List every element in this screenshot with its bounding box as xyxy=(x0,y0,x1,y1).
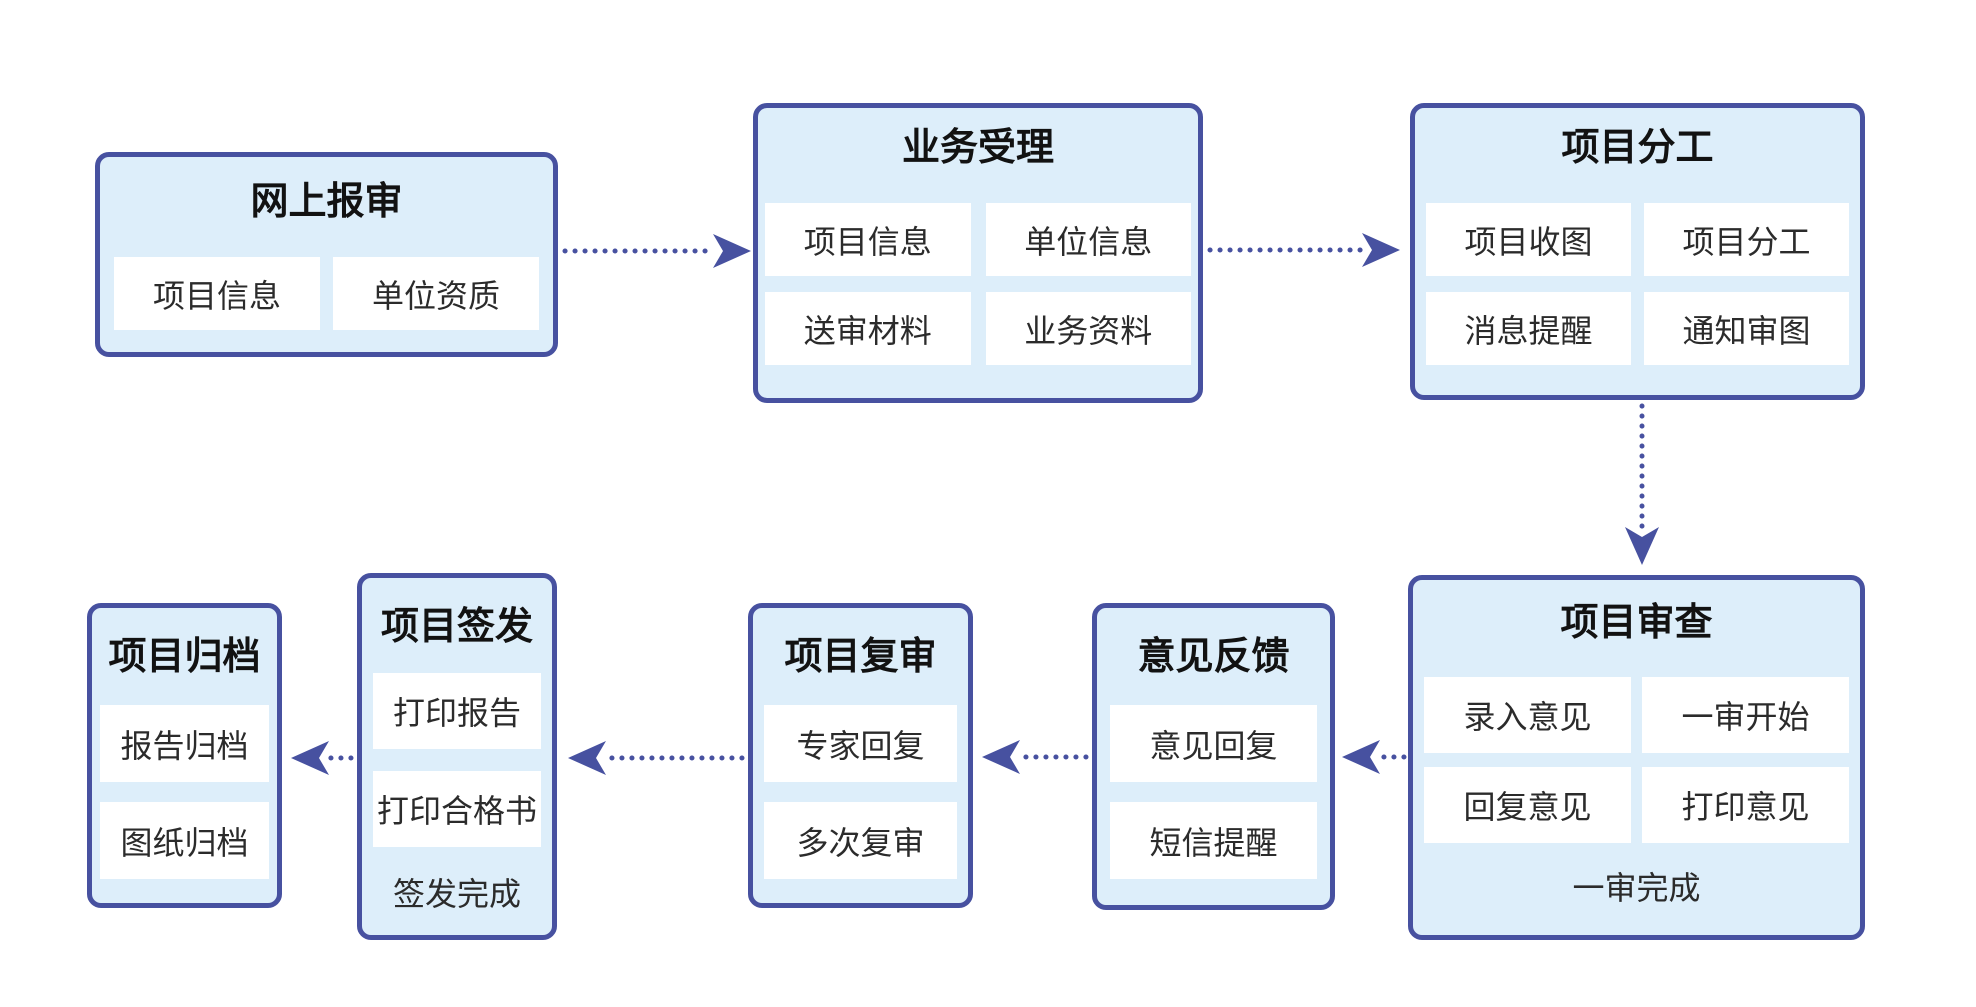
node-item: 项目收图 xyxy=(1426,203,1631,276)
node-item: 打印意见 xyxy=(1642,767,1849,843)
node-title: 意见反馈 xyxy=(1137,636,1290,678)
node-online-apply: 网上报审 项目信息 单位资质 xyxy=(95,152,558,357)
node-item: 录入意见 xyxy=(1424,677,1631,753)
node-project-recheck: 项目复审 专家回复 多次复审 xyxy=(748,603,973,908)
node-project-archive: 项目归档 报告归档 图纸归档 xyxy=(87,603,282,908)
node-item: 打印合格书 xyxy=(373,771,541,847)
node-project-assignment: 项目分工 项目收图 项目分工 消息提醒 通知审图 xyxy=(1410,103,1865,400)
node-footer: 签发完成 xyxy=(392,876,521,912)
node-item: 多次复审 xyxy=(764,802,957,879)
node-item: 通知审图 xyxy=(1644,292,1849,365)
node-title: 业务受理 xyxy=(901,127,1054,169)
node-title: 项目签发 xyxy=(380,606,533,648)
node-item: 报告归档 xyxy=(100,705,269,782)
node-item: 项目信息 xyxy=(114,257,320,330)
node-title: 项目复审 xyxy=(784,636,937,678)
node-item: 专家回复 xyxy=(764,705,957,782)
node-item: 单位信息 xyxy=(985,203,1191,276)
node-project-issue: 项目签发 打印报告 打印合格书 签发完成 xyxy=(357,573,557,940)
node-business-acceptance: 业务受理 项目信息 单位信息 送审材料 业务资料 xyxy=(753,103,1203,403)
node-item: 图纸归档 xyxy=(100,802,269,879)
node-item: 业务资料 xyxy=(985,292,1191,365)
node-footer: 一审完成 xyxy=(1572,870,1701,906)
node-item: 打印报告 xyxy=(373,673,541,749)
node-item: 回复意见 xyxy=(1424,767,1631,843)
node-feedback: 意见反馈 意见回复 短信提醒 xyxy=(1092,603,1335,910)
node-item: 一审开始 xyxy=(1642,677,1849,753)
node-project-review: 项目审查 录入意见 一审开始 回复意见 打印意见 一审完成 xyxy=(1408,575,1865,940)
node-item: 短信提醒 xyxy=(1110,802,1317,879)
node-item: 项目分工 xyxy=(1644,203,1849,276)
node-title: 项目审查 xyxy=(1560,602,1713,644)
node-title: 项目归档 xyxy=(108,636,261,678)
node-title: 项目分工 xyxy=(1561,127,1714,169)
node-item: 消息提醒 xyxy=(1426,292,1631,365)
node-item: 单位资质 xyxy=(333,257,539,330)
node-item: 意见回复 xyxy=(1110,705,1317,782)
node-title: 网上报审 xyxy=(250,181,403,223)
node-item: 项目信息 xyxy=(765,203,971,276)
node-item: 送审材料 xyxy=(765,292,971,365)
